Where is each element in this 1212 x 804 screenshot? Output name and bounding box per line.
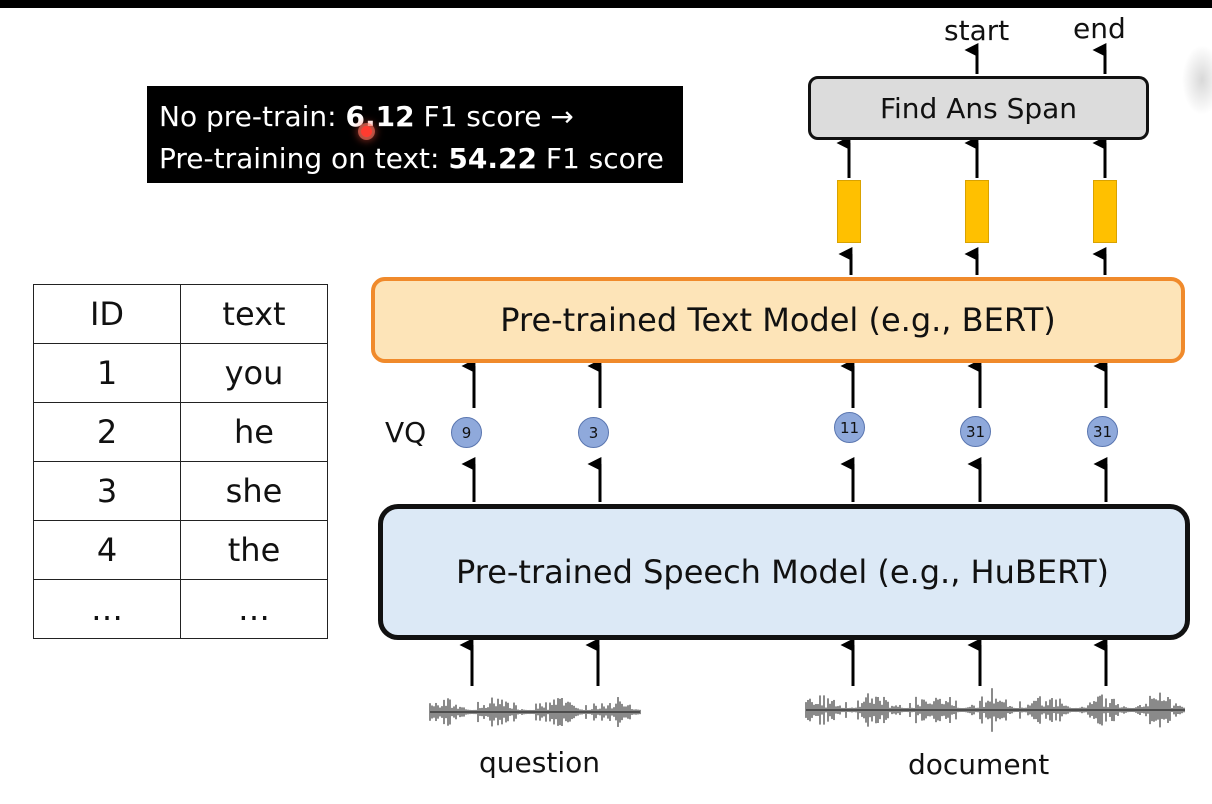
output-end-label: end — [1073, 12, 1126, 45]
output-start-label: start — [944, 14, 1010, 47]
edge-glow — [1182, 45, 1212, 115]
vq-token: 3 — [578, 417, 609, 448]
arrow-group — [459, 43, 1108, 686]
text-model-label: Pre-trained Text Model (e.g., BERT) — [500, 301, 1056, 339]
find-answer-span-label: Find Ans Span — [879, 91, 1078, 125]
top-black-bar — [0, 0, 1212, 8]
pretrained-speech-model-block: Pre-trained Speech Model (e.g., HuBERT) — [378, 504, 1190, 640]
speech-model-label: Pre-trained Speech Model (e.g., HuBERT) — [456, 553, 1109, 591]
table-cell-id: 3 — [33, 461, 181, 521]
f1-line-no-pretrain: No pre-train: 6.12 F1 score → — [159, 100, 574, 133]
table-cell-text: … — [180, 579, 328, 639]
vq-label: VQ — [385, 416, 427, 449]
table-row: 3 she — [33, 461, 328, 521]
vq-token: 31 — [1087, 416, 1118, 447]
pretrained-text-model-block: Pre-trained Text Model (e.g., BERT) — [371, 277, 1185, 363]
table-row: 4 the — [33, 520, 328, 580]
f1-value-no-pretrain: 6.12 — [345, 100, 415, 133]
question-label: question — [479, 746, 600, 779]
laser-pointer-dot — [361, 126, 372, 137]
f1-value-text-pretrain: 54.22 — [448, 142, 537, 175]
table-cell-text: the — [180, 520, 328, 580]
document-waveform-icon — [805, 688, 1185, 732]
vocab-table: ID text 1 you 2 he 3 she 4 the … … — [33, 284, 328, 639]
table-header-text: text — [180, 284, 328, 344]
table-header-id: ID — [33, 284, 181, 344]
output-embedding — [837, 180, 861, 243]
output-embedding — [1093, 180, 1117, 243]
table-cell-id: … — [33, 579, 181, 639]
f1-line-text-pretrain: Pre-training on text: 54.22 F1 score — [159, 142, 664, 175]
vq-token: 11 — [834, 412, 865, 443]
vq-token: 9 — [451, 417, 482, 448]
table-header-row: ID text — [33, 284, 328, 344]
f1-score-caption: No pre-train: 6.12 F1 score → Pre-traini… — [147, 86, 683, 183]
table-cell-id: 4 — [33, 520, 181, 580]
table-cell-text: you — [180, 343, 328, 403]
table-row: 2 he — [33, 402, 328, 462]
output-embedding — [965, 180, 989, 243]
document-label: document — [908, 748, 1050, 781]
table-row: 1 you — [33, 343, 328, 403]
table-cell-id: 1 — [33, 343, 181, 403]
table-cell-text: she — [180, 461, 328, 521]
vq-token: 31 — [960, 416, 991, 447]
table-row: … … — [33, 579, 328, 639]
table-cell-text: he — [180, 402, 328, 462]
question-waveform-icon — [429, 697, 641, 727]
find-answer-span-block: Find Ans Span — [808, 76, 1149, 140]
